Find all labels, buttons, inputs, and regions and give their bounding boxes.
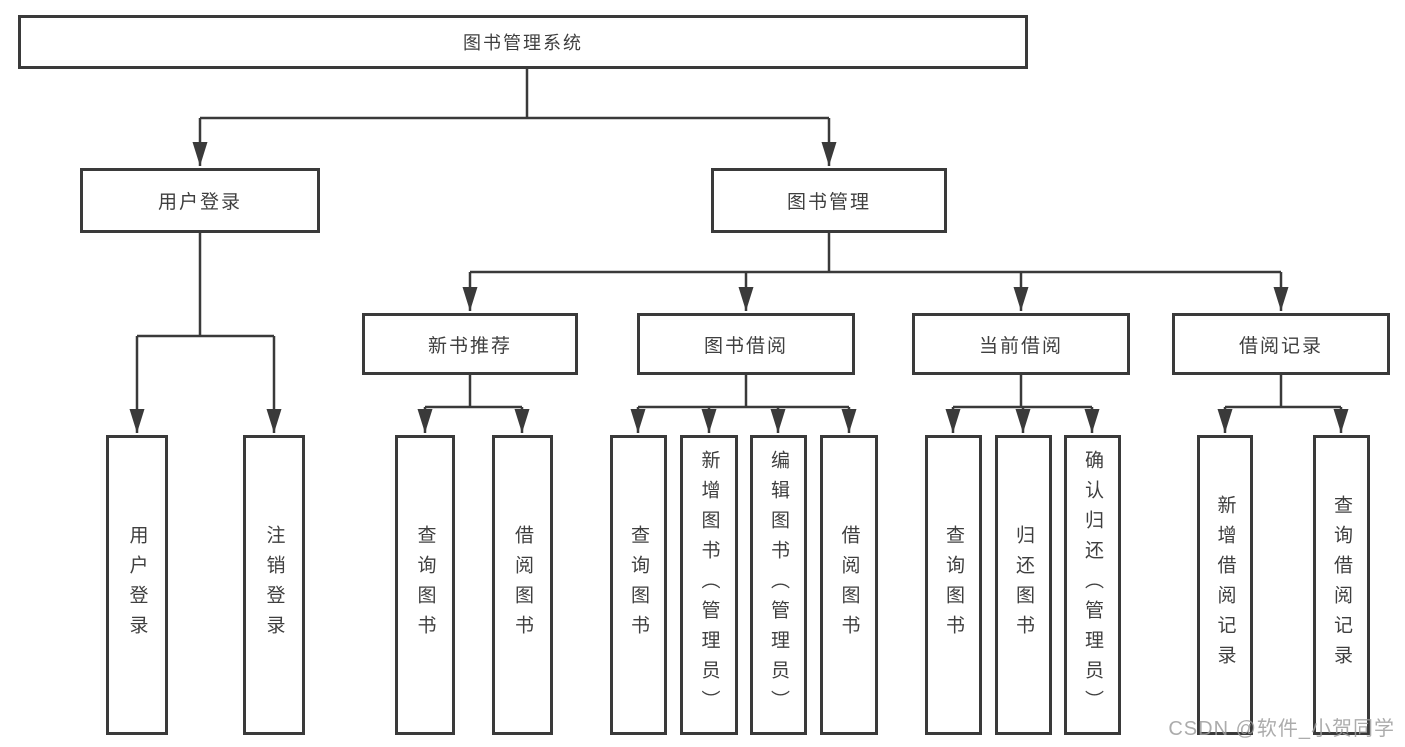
leaf-confirm-return-admin: 确认归还（管理员） [1064, 435, 1121, 735]
leaf-return-books-label: 归还图书 [1013, 525, 1034, 645]
csdn-watermark: CSDN @软件_小贺同学 [1168, 718, 1395, 740]
leaf-add-borrow-record: 新增借阅记录 [1197, 435, 1253, 735]
leaf-query-books-recommend-label: 查询图书 [414, 525, 436, 645]
node-new-book-recommend: 新书推荐 [362, 313, 578, 375]
leaf-borrow-books-label: 借阅图书 [838, 525, 860, 645]
leaf-edit-books-admin-label: 编辑图书（管理员） [768, 450, 789, 720]
leaf-borrow-books: 借阅图书 [820, 435, 878, 735]
leaf-return-books: 归还图书 [995, 435, 1052, 735]
leaf-query-books-current-label: 查询图书 [943, 525, 964, 645]
leaf-confirm-return-admin-label: 确认归还（管理员） [1082, 450, 1103, 720]
leaf-user-login: 用户登录 [106, 435, 168, 735]
leaf-user-login-label: 用户登录 [126, 525, 148, 645]
leaf-query-borrow-record: 查询借阅记录 [1313, 435, 1370, 735]
node-current-borrowing: 当前借阅 [912, 313, 1130, 375]
leaf-add-books-admin-label: 新增图书（管理员） [698, 450, 720, 720]
node-book-management: 图书管理 [711, 168, 947, 233]
node-book-management-label: 图书管理 [786, 192, 871, 213]
leaf-query-books-current: 查询图书 [925, 435, 982, 735]
leaf-logout-label: 注销登录 [263, 525, 285, 645]
leaf-logout: 注销登录 [243, 435, 305, 735]
node-current-borrowing-label: 当前借阅 [978, 335, 1063, 357]
leaf-query-books-recommend: 查询图书 [395, 435, 455, 735]
node-book-borrowing-label: 图书借阅 [703, 335, 788, 357]
node-root-system: 图书管理系统 [18, 15, 1028, 69]
node-root-label: 图书管理系统 [463, 33, 583, 53]
node-user-login: 用户登录 [80, 168, 320, 233]
node-borrow-records: 借阅记录 [1172, 313, 1390, 375]
leaf-query-books-borrowing-label: 查询图书 [628, 525, 649, 645]
leaf-query-books-borrowing: 查询图书 [610, 435, 667, 735]
node-book-borrowing: 图书借阅 [637, 313, 855, 375]
leaf-edit-books-admin: 编辑图书（管理员） [750, 435, 807, 735]
leaf-borrow-books-recommend-label: 借阅图书 [512, 525, 533, 645]
node-user-login-label: 用户登录 [157, 192, 242, 213]
leaf-add-books-admin: 新增图书（管理员） [680, 435, 738, 735]
leaf-borrow-books-recommend: 借阅图书 [492, 435, 553, 735]
leaf-query-borrow-record-label: 查询借阅记录 [1331, 495, 1352, 675]
node-borrow-records-label: 借阅记录 [1238, 335, 1323, 357]
leaf-add-borrow-record-label: 新增借阅记录 [1214, 495, 1236, 675]
node-new-book-recommend-label: 新书推荐 [427, 335, 512, 357]
